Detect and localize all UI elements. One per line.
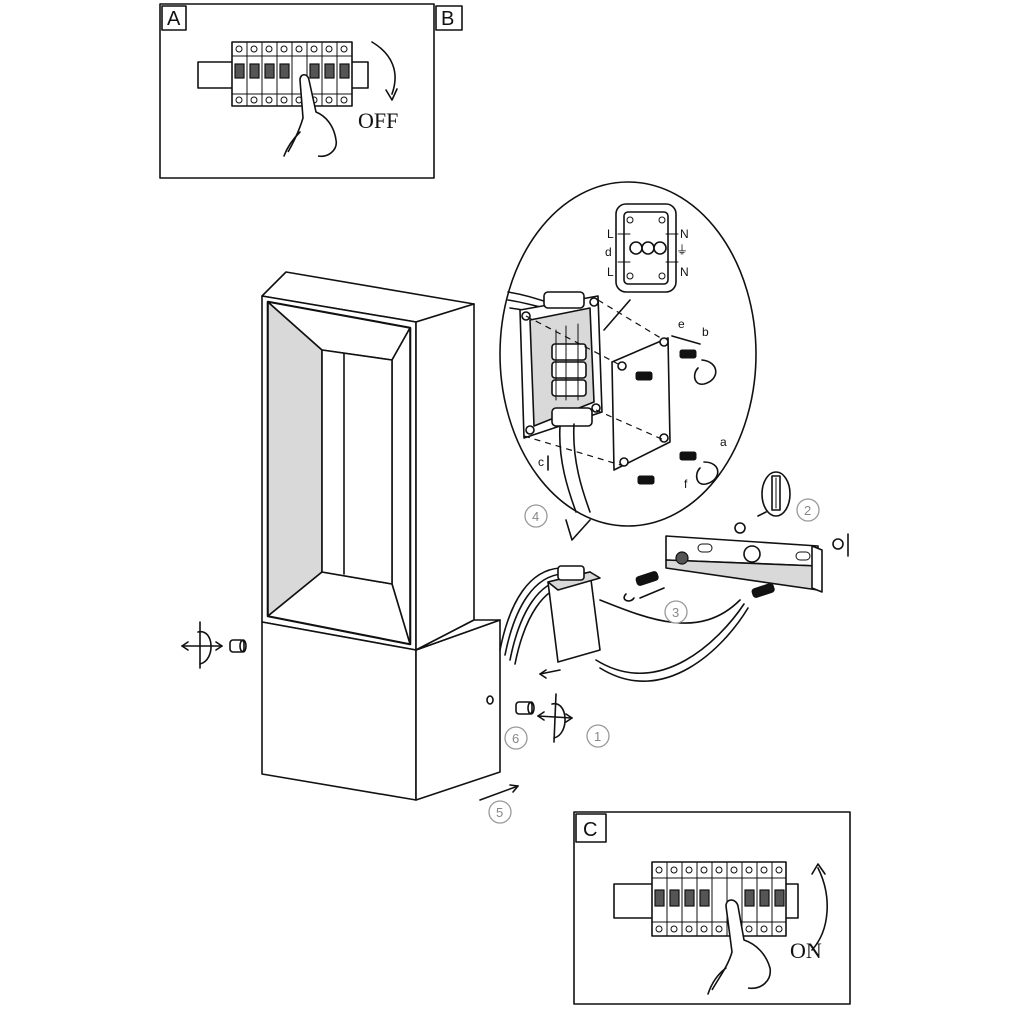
junction-box-lid	[611, 337, 671, 471]
arrow-switch-on	[811, 867, 828, 951]
terminal-n-bottom: N	[680, 265, 689, 279]
junction-box	[499, 565, 749, 682]
step-1: 1	[594, 729, 601, 744]
supply-cable	[595, 603, 745, 674]
wall-plug	[832, 538, 844, 550]
panel-c-box	[575, 813, 607, 843]
rotate-arrow-b	[693, 359, 717, 385]
terminal-n-top: N	[680, 227, 689, 241]
lid-screws	[635, 349, 697, 485]
panel-c-frame	[573, 811, 851, 1005]
lamp-housing	[261, 271, 501, 801]
slide-arrow	[479, 785, 519, 801]
panel-a-letter: A	[167, 8, 181, 30]
step-6: 6	[512, 731, 519, 746]
step-4: 4	[532, 509, 539, 524]
panel-a-box	[161, 5, 187, 31]
panel-c-letter: C	[583, 819, 597, 841]
zoom-detail: c e b a f	[499, 181, 757, 541]
breaker-bank-off	[231, 41, 353, 107]
base-screw-hole	[486, 695, 494, 705]
step-markers: 1 2 3 4 5 6	[488, 498, 820, 824]
wire-connectors	[551, 323, 587, 401]
base-screw	[515, 693, 573, 743]
switch-on-label: ON	[790, 938, 822, 963]
motion-label-a: a	[720, 435, 727, 449]
screwdriver-callout	[761, 471, 791, 517]
lamp-base	[261, 621, 417, 801]
motion-label-f: f	[684, 477, 688, 491]
arrow-switch-off	[371, 41, 396, 95]
rotate-arrow-a	[695, 461, 719, 485]
panel-switch-off: A B	[159, 3, 463, 179]
panel-b-box	[435, 5, 463, 31]
terminal-l-top: L	[607, 227, 614, 241]
motion-label-b: b	[702, 325, 709, 339]
motion-label-e: e	[678, 317, 685, 331]
hand-off	[287, 73, 338, 158]
left-screw	[181, 621, 247, 669]
step-3: 3	[672, 605, 679, 620]
switch-off-label: OFF	[358, 108, 398, 133]
panel-ab-frame	[159, 3, 435, 179]
panel-b-letter: B	[441, 8, 454, 30]
step-2: 2	[804, 503, 811, 518]
earth-icon: ⏚	[676, 243, 688, 257]
zoom-ellipse	[499, 181, 757, 527]
rotate-arrow-left	[197, 631, 212, 665]
wall-bracket	[623, 471, 849, 602]
panel-switch-on: C	[573, 811, 851, 1005]
terminal-d: d	[605, 245, 612, 259]
terminal-l-bottom: L	[607, 265, 614, 279]
bracket-screws	[635, 571, 775, 598]
step-5: 5	[496, 805, 503, 820]
earth-screw	[675, 551, 689, 565]
motion-label-c: c	[538, 455, 544, 469]
breaker-bank-on	[651, 861, 787, 937]
